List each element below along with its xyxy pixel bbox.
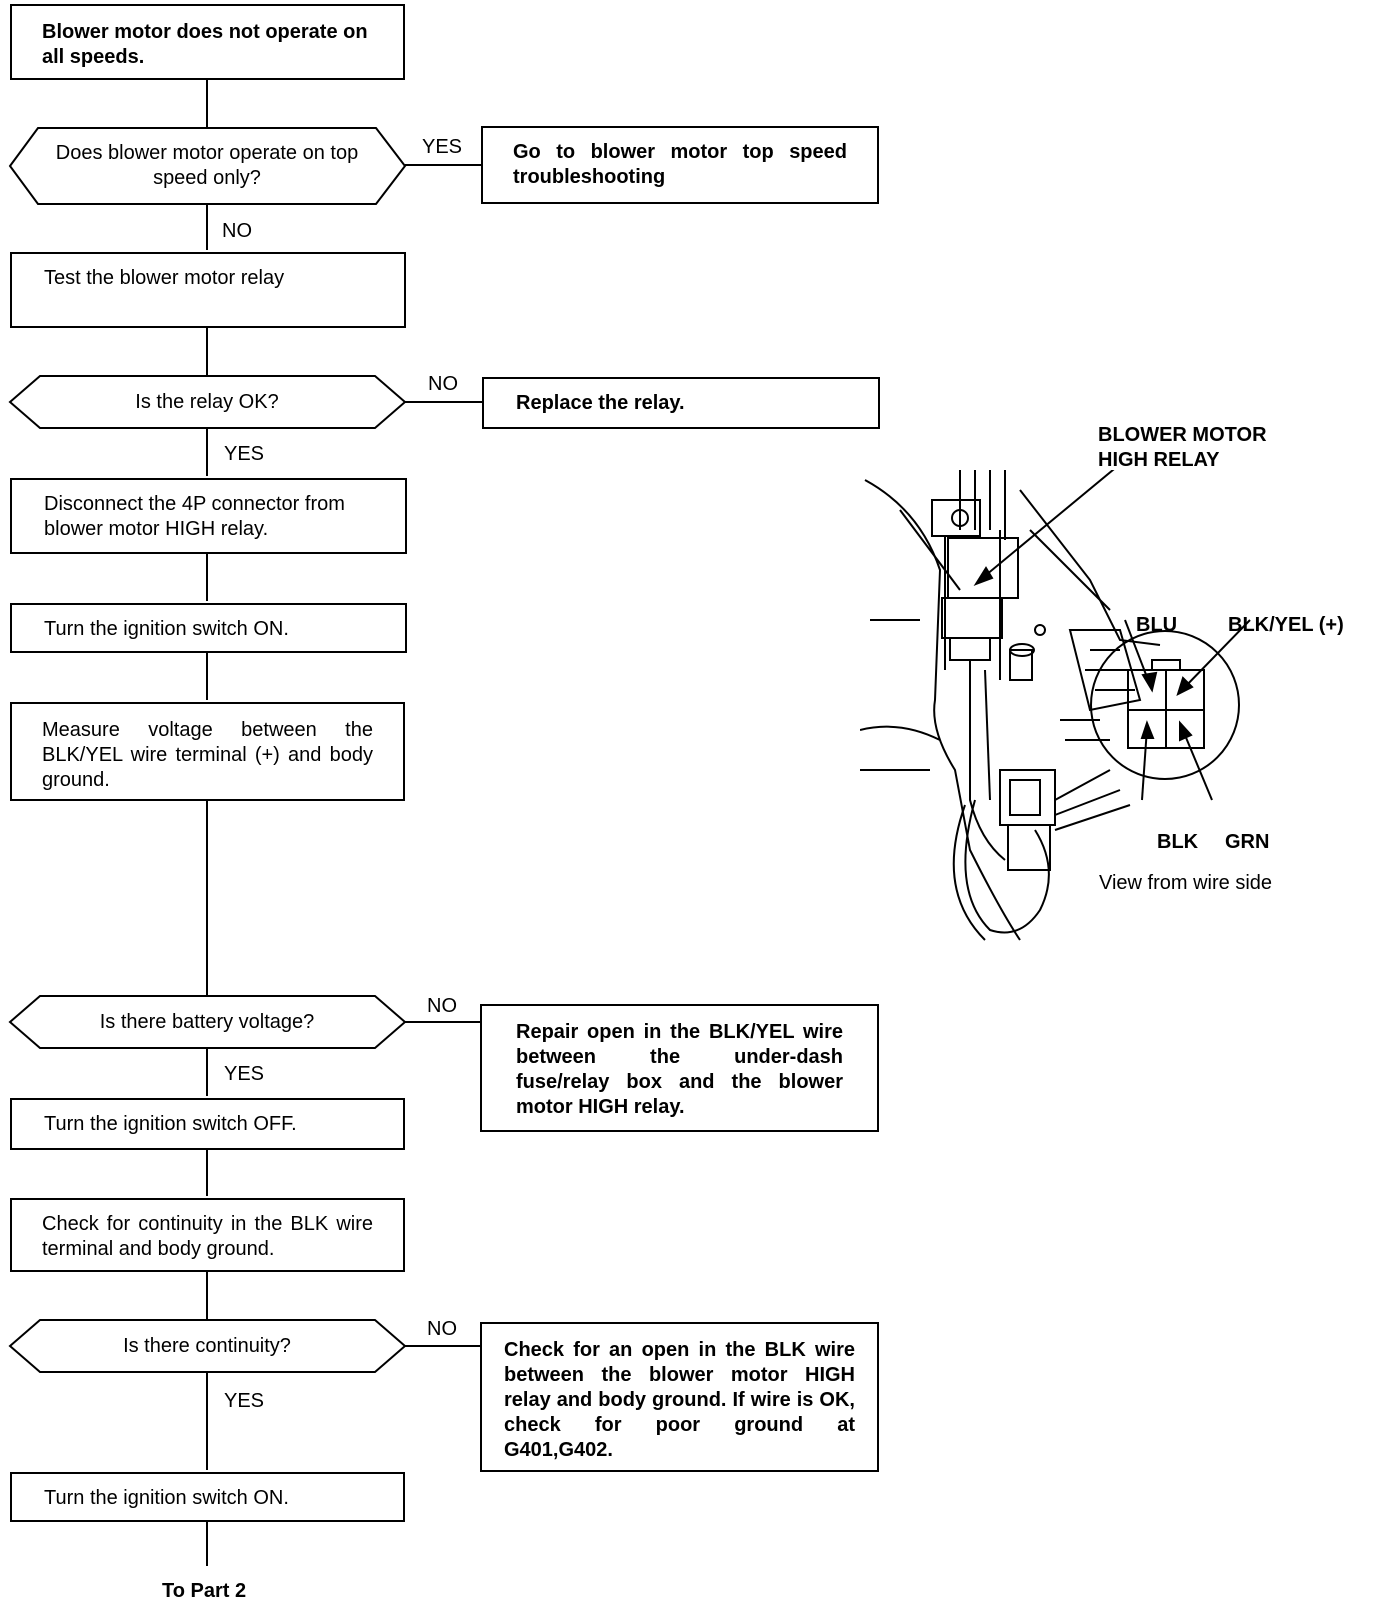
measure-voltage-box: Measure voltage between the BLK/YEL wire… [10,702,405,801]
ignition-off-box: Turn the ignition switch OFF. [10,1098,405,1150]
ignition-on-box-2: Turn the ignition switch ON. [10,1472,405,1522]
decision-top-speed-shape [8,127,407,205]
decision-battery-text: Is there battery voltage? [99,1010,315,1033]
top-speed-yes-label: YES [422,136,463,158]
terminal-blu-label: BLU [1136,614,1178,636]
goto-top-speed-box: Go to blower motor top speed troubleshoo… [481,126,879,204]
terminal-blk-yel-label: BLK/YEL (+) [1228,614,1344,636]
to-part-2-label: To Part 2 [162,1580,247,1602]
decision-continuity-shape [8,1319,407,1373]
top-speed-no-label: NO [222,220,252,242]
battery-no-label: NO [427,995,457,1017]
start-box: Blower motor does not operate on all spe… [10,4,405,80]
decision-top-speed-text: Does blower motor operate on top speed o… [55,142,359,189]
continuity-yes-label: YES [224,1390,265,1412]
terminal-grn-label: GRN [1225,831,1270,853]
decision-battery-shape [8,995,407,1049]
relay-yes-label: YES [224,443,265,465]
decision-continuity-text: Is there continuity? [123,1334,291,1357]
repair-open-box: Repair open in the BLK/YEL wire between … [480,1004,879,1132]
relay-illustration [860,470,1251,941]
check-open-blk-box: Check for an open in the BLK wire betwee… [480,1322,879,1472]
wire-side-caption: View from wire side [1099,872,1273,894]
replace-relay-box: Replace the relay. [482,377,880,429]
check-continuity-box: Check for continuity in the BLK wire ter… [10,1198,405,1272]
relay-no-label: NO [428,373,458,395]
decision-relay-ok-shape [8,375,407,429]
relay-title-line-2: HIGH RELAY [1098,449,1220,471]
ignition-on-box-1: Turn the ignition switch ON. [10,603,407,653]
test-relay-box: Test the blower motor relay [10,252,406,328]
relay-title-line-1: BLOWER MOTOR [1098,424,1267,446]
continuity-no-label: NO [427,1318,457,1340]
decision-relay-ok-text: Is the relay OK? [135,390,279,413]
disconnect-box: Disconnect the 4P connector from blower … [10,478,407,554]
battery-yes-label: YES [224,1063,265,1085]
terminal-blk-label: BLK [1157,831,1199,853]
